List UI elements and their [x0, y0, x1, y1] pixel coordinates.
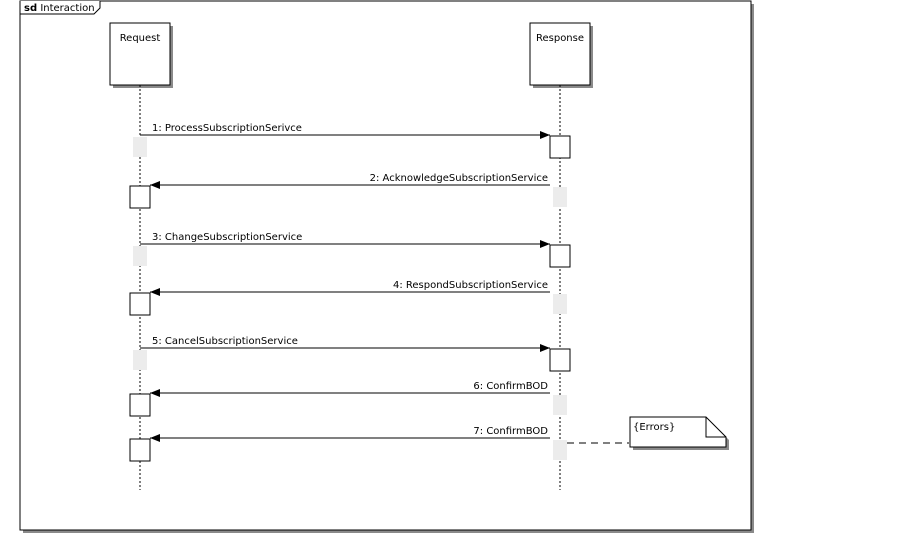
lifeline-label-response: Response	[536, 33, 584, 44]
frame-name: Interaction	[40, 3, 94, 14]
activation-box	[549, 348, 571, 372]
note-text: {Errors}	[633, 422, 675, 433]
activation-boxes	[129, 135, 571, 462]
errors-note	[629, 416, 727, 448]
activation-box	[549, 244, 571, 268]
message-3-label: 3: ChangeSubscriptionService	[152, 232, 302, 243]
frame-keyword: sd	[24, 3, 37, 14]
inactive-marker	[133, 246, 147, 266]
activation-box	[129, 185, 151, 209]
lifeline-head-request	[109, 22, 171, 86]
activation-box	[129, 393, 151, 417]
lifeline-lines	[139, 85, 561, 490]
lifeline-heads: Request Response	[109, 22, 593, 88]
inactive-marker	[553, 395, 567, 415]
note-fold	[705, 417, 726, 438]
frame-tab	[19, 1, 101, 15]
inactive-marker	[133, 350, 147, 370]
message-2-label: 2: AcknowledgeSubscriptionService	[370, 173, 548, 184]
activation-box	[549, 135, 571, 159]
messages: 1: ProcessSubscriptionSerivce 2: Acknowle…	[140, 123, 550, 442]
message-5-label: 5: CancelSubscriptionService	[152, 336, 298, 347]
inactive-markers	[133, 137, 567, 460]
message-7-label: 7: ConfirmBOD	[473, 426, 548, 437]
lifeline-head-response	[529, 22, 591, 86]
activation-box	[129, 438, 151, 462]
frame-label: sd Interaction	[24, 3, 95, 14]
message-6-label: 6: ConfirmBOD	[473, 381, 548, 392]
activation-box	[129, 292, 151, 316]
message-1-label: 1: ProcessSubscriptionSerivce	[152, 123, 302, 134]
inactive-marker	[553, 294, 567, 314]
lifeline-label-request: Request	[120, 33, 161, 44]
inactive-marker	[133, 137, 147, 157]
message-4-label: 4: RespondSubscriptionService	[393, 280, 548, 291]
inactive-marker	[553, 440, 567, 460]
inactive-marker	[553, 187, 567, 207]
